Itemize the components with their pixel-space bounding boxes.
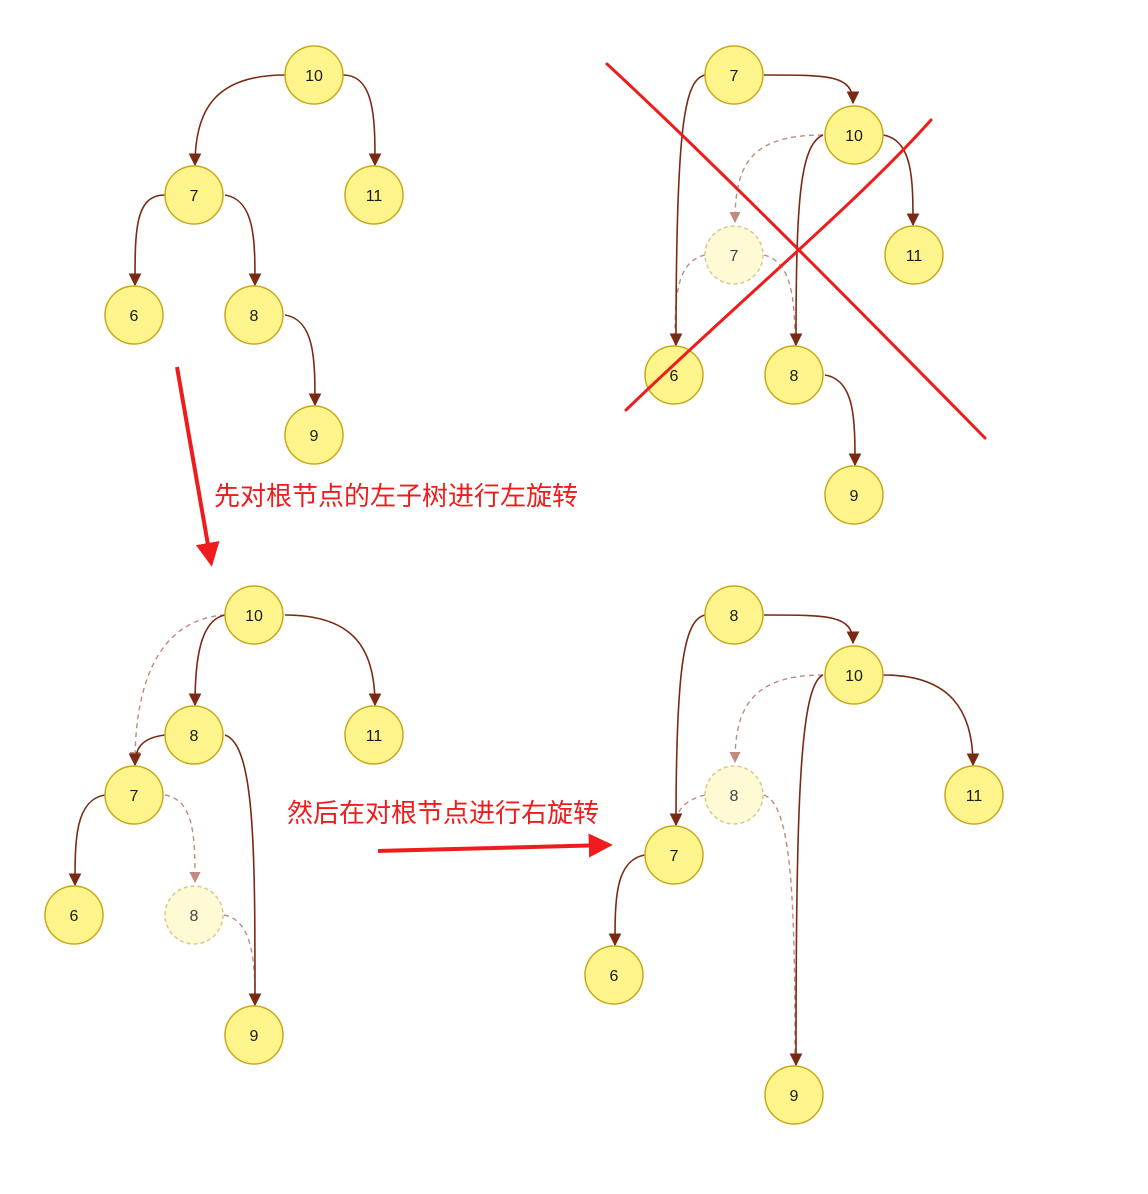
- svg-text:10: 10: [305, 68, 323, 85]
- edge-7-6: [669, 74, 706, 347]
- dashed-edge-7-ghost8: [164, 794, 201, 884]
- edge-7-6: [608, 854, 646, 947]
- tree-node: 7: [704, 45, 764, 105]
- tree-node: 9: [284, 405, 344, 465]
- svg-text:8: 8: [790, 368, 799, 385]
- ghost-node: 8: [164, 885, 224, 945]
- tree-wrong-rotation: 7 7 10 11 6 8 9: [605, 45, 987, 525]
- svg-text:7: 7: [670, 848, 679, 865]
- edge-10-7: [188, 74, 286, 167]
- tree-node: 11: [884, 225, 944, 285]
- ghost-node: 8: [704, 765, 764, 825]
- edge-10-11: [882, 134, 920, 227]
- svg-text:8: 8: [730, 608, 739, 625]
- svg-text:10: 10: [845, 128, 863, 145]
- svg-text:11: 11: [366, 188, 383, 205]
- tree-node: 8: [164, 705, 224, 765]
- svg-text:8: 8: [190, 728, 199, 745]
- edge-10-9: [789, 674, 824, 1067]
- tree-node: 8: [764, 345, 824, 405]
- svg-text:9: 9: [790, 1088, 799, 1105]
- svg-text:6: 6: [670, 368, 679, 385]
- tree-after-left-rotation: 8 10 8 11 7 6 9: [44, 585, 404, 1065]
- svg-text:6: 6: [610, 968, 619, 985]
- tree-node: 6: [644, 345, 704, 405]
- step2-arrow: [377, 833, 613, 858]
- edge-8-9: [284, 314, 322, 407]
- svg-text:9: 9: [250, 1028, 259, 1045]
- tree-node: 9: [764, 1065, 824, 1125]
- svg-text:7: 7: [190, 188, 199, 205]
- cross-out-stroke: [624, 118, 933, 412]
- tree-node: 11: [344, 165, 404, 225]
- svg-text:9: 9: [310, 428, 319, 445]
- svg-text:11: 11: [966, 788, 983, 805]
- edge-10-11: [882, 674, 980, 767]
- svg-text:11: 11: [366, 728, 383, 745]
- tree-node: 7: [644, 825, 704, 885]
- tree-node: 8: [224, 285, 284, 345]
- edge-7-6: [68, 794, 106, 887]
- svg-text:6: 6: [70, 908, 79, 925]
- edge-8-9: [224, 734, 262, 1007]
- svg-text:6: 6: [130, 308, 139, 325]
- tree-node: 6: [584, 945, 644, 1005]
- tree-node: 10: [284, 45, 344, 105]
- dashed-edge-ghost8-7: [675, 794, 706, 826]
- edge-10-8: [789, 134, 824, 347]
- tree-after-right-rotation: 8 8 10 11 7 6 9: [584, 585, 1004, 1125]
- svg-text:7: 7: [130, 788, 139, 805]
- step2-caption: 然后在对根节点进行右旋转: [287, 799, 600, 829]
- tree-node: 6: [44, 885, 104, 945]
- dashed-edge-10-ghost7: [729, 134, 824, 224]
- svg-text:7: 7: [730, 248, 739, 265]
- tree-node: 10: [824, 105, 884, 165]
- dashed-edge-10-7: [129, 614, 226, 764]
- edge-8-7: [669, 614, 706, 827]
- edge-10-8: [188, 614, 226, 707]
- tree-node: 10: [824, 645, 884, 705]
- step1-caption: 先对根节点的左子树进行左旋转: [214, 482, 579, 512]
- svg-text:9: 9: [850, 488, 859, 505]
- edge-10-11: [284, 614, 382, 707]
- edge-8-10: [763, 614, 860, 645]
- tree-node: 9: [824, 465, 884, 525]
- step1-arrow: [175, 366, 220, 567]
- tree-node: 8: [704, 585, 764, 645]
- dashed-edge-ghost7-6: [674, 254, 706, 346]
- dashed-edge-10-ghost8: [729, 674, 824, 764]
- edge-7-10: [763, 74, 860, 105]
- svg-text:10: 10: [845, 668, 863, 685]
- svg-text:7: 7: [730, 68, 739, 85]
- tree-original: 10 7 11 6 8 9: [104, 45, 404, 465]
- svg-text:8: 8: [190, 908, 199, 925]
- dashed-edge-ghost8-9: [223, 914, 256, 1001]
- tree-node: 11: [944, 765, 1004, 825]
- tree-node: 10: [224, 585, 284, 645]
- svg-text:8: 8: [250, 308, 259, 325]
- edge-10-11: [342, 74, 382, 167]
- tree-node: 11: [344, 705, 404, 765]
- svg-text:10: 10: [245, 608, 263, 625]
- dashed-edge-ghost8-9: [763, 794, 796, 1061]
- edge-7-6: [128, 194, 166, 287]
- edge-8-7: [128, 734, 166, 767]
- ghost-node: 7: [704, 225, 764, 285]
- edge-7-8: [224, 194, 262, 287]
- svg-text:8: 8: [730, 788, 739, 805]
- tree-node: 7: [104, 765, 164, 825]
- tree-node: 7: [164, 165, 224, 225]
- tree-node: 6: [104, 285, 164, 345]
- tree-node: 9: [224, 1005, 284, 1065]
- svg-text:11: 11: [906, 248, 923, 265]
- edge-8-9: [824, 374, 862, 467]
- cross-out-stroke: [605, 62, 987, 440]
